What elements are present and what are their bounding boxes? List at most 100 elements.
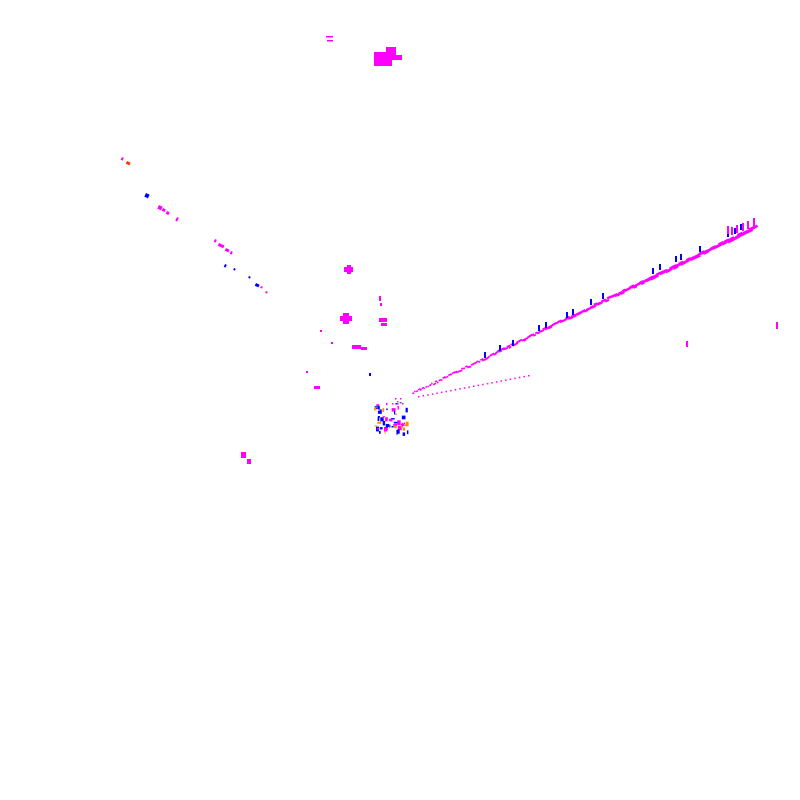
scan-point	[417, 387, 421, 391]
scan-point	[392, 403, 394, 405]
scan-point	[125, 161, 131, 166]
scan-point	[397, 429, 400, 434]
right-beam-points	[411, 218, 759, 398]
scan-point	[509, 378, 512, 380]
scan-point	[486, 382, 489, 385]
scan-point	[423, 387, 426, 390]
scan-point	[523, 375, 525, 378]
scan-point	[386, 402, 388, 406]
scan-point	[374, 425, 378, 427]
scan-point	[491, 382, 493, 384]
scan-point	[440, 378, 443, 382]
scan-point	[731, 227, 733, 235]
cluster-mark	[247, 459, 251, 464]
scan-point	[144, 192, 150, 199]
scan-point	[736, 225, 738, 233]
scan-point	[377, 416, 380, 418]
scan-point	[519, 338, 523, 342]
scan-point	[385, 417, 388, 422]
cluster-mark	[686, 341, 688, 347]
scan-point	[455, 370, 458, 374]
scan-point	[445, 390, 447, 393]
scan-point	[538, 325, 540, 331]
cluster-mark	[343, 313, 349, 324]
scan-point	[459, 388, 461, 390]
scan-point	[378, 406, 380, 410]
scan-point	[468, 365, 472, 369]
scan-point	[459, 369, 463, 373]
scan-point	[514, 377, 516, 380]
scan-point	[374, 407, 377, 411]
scan-point	[120, 157, 124, 161]
top-blob-part	[386, 47, 396, 55]
scan-point	[438, 378, 442, 382]
scan-point	[638, 279, 645, 285]
scan-point	[462, 367, 466, 370]
cluster-mark	[381, 323, 387, 326]
scan-point	[405, 421, 409, 427]
scan-point	[534, 331, 538, 335]
scan-point	[508, 346, 512, 349]
scan-point	[374, 406, 379, 408]
isolated-clusters	[241, 265, 778, 464]
scan-point	[405, 407, 408, 413]
scan-point	[224, 248, 230, 253]
scan-point	[248, 275, 251, 279]
scan-point	[401, 415, 406, 420]
scan-point	[411, 392, 415, 395]
scan-point	[393, 425, 397, 429]
cluster-mark	[241, 452, 246, 458]
scan-point	[678, 260, 684, 265]
scan-point	[233, 267, 236, 271]
scan-point	[376, 404, 380, 406]
scan-point	[734, 228, 736, 234]
scan-point	[495, 381, 498, 383]
scan-point	[680, 254, 682, 260]
scan-point	[393, 421, 398, 424]
scan-point	[382, 420, 386, 426]
cluster-mark	[331, 342, 333, 344]
scan-point	[397, 420, 401, 426]
scan-point	[500, 380, 502, 382]
scan-point	[402, 427, 406, 431]
scan-point	[384, 431, 386, 434]
scan-point	[421, 386, 425, 390]
scan-point	[602, 293, 604, 299]
scan-point	[427, 385, 430, 388]
cluster-mark	[306, 371, 308, 373]
scan-point	[446, 375, 449, 379]
scan-point	[436, 392, 438, 394]
scan-point	[442, 376, 446, 379]
scan-point	[536, 331, 540, 335]
scan-point	[729, 236, 735, 241]
scan-point	[425, 385, 428, 388]
scan-point	[429, 383, 432, 387]
scan-point	[419, 388, 422, 391]
scan-point	[415, 390, 419, 393]
scan-point	[484, 352, 486, 358]
scan-point	[382, 408, 385, 413]
scan-point	[389, 424, 391, 428]
scan-point	[463, 387, 466, 389]
scan-point	[386, 408, 388, 411]
scan-point	[422, 395, 425, 397]
cluster-mark	[314, 386, 320, 389]
scan-point	[752, 224, 759, 230]
scan-point	[663, 268, 669, 273]
scan-point	[223, 264, 227, 268]
scan-point	[454, 389, 457, 391]
scan-point	[391, 426, 394, 428]
scan-point	[397, 406, 399, 410]
scan-point	[395, 398, 397, 400]
scan-point	[591, 304, 597, 309]
scan-point	[427, 394, 429, 396]
scan-point	[482, 383, 484, 386]
scan-point	[431, 393, 434, 395]
scan-point	[413, 390, 416, 393]
scan-point	[474, 361, 478, 365]
scan-point	[393, 424, 397, 427]
cluster-mark	[776, 322, 778, 329]
top-blob	[374, 52, 392, 66]
cluster-mark	[352, 345, 361, 349]
scan-point	[217, 243, 225, 249]
